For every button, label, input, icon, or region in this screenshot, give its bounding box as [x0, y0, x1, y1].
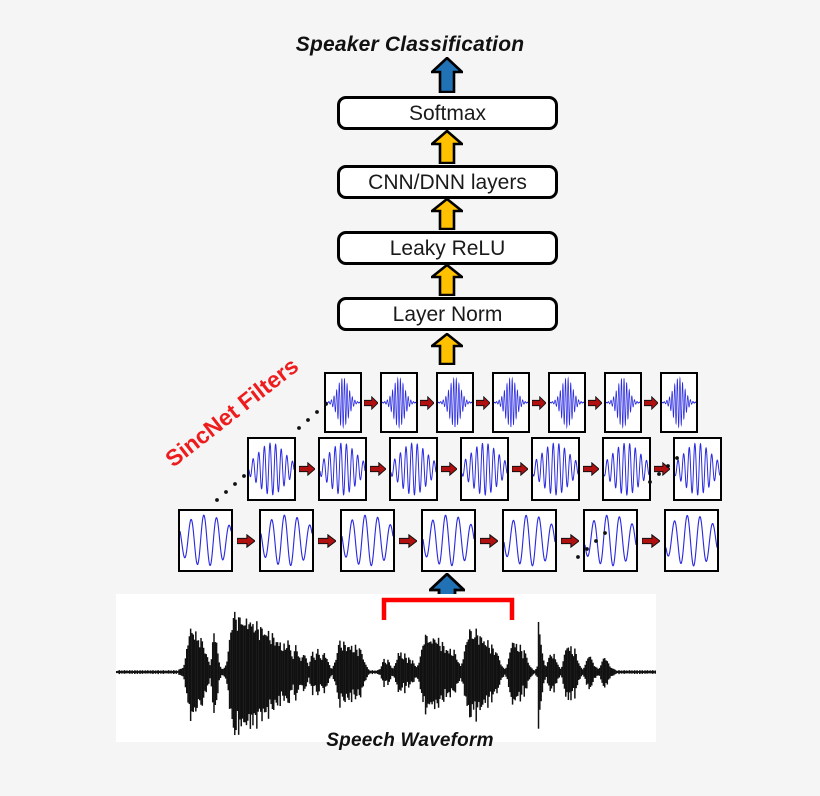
waveform-caption: Speech Waveform	[326, 730, 494, 751]
ellipsis-dots-icon	[212, 470, 252, 506]
up-arrow-yellow-icon	[428, 332, 466, 366]
filter-cell	[259, 509, 314, 572]
step-arrow-icon	[644, 395, 658, 410]
up-arrow-yellow-icon	[428, 129, 466, 165]
filter-cell	[492, 372, 530, 433]
step-arrow-icon	[420, 395, 434, 410]
ellipsis-dots-icon	[573, 527, 613, 563]
stage-label: CNN/DNN layers	[368, 170, 527, 194]
page-title: Speaker Classification	[295, 33, 525, 56]
ellipsis-dots-icon	[645, 452, 685, 488]
step-arrow-icon	[512, 462, 528, 476]
step-arrow-icon	[299, 462, 315, 476]
filter-cell	[324, 372, 362, 433]
stage-label: Leaky ReLU	[389, 236, 506, 260]
stage-box-softmax[interactable]: Softmax	[337, 96, 558, 130]
filter-row-low-frequency	[178, 509, 719, 572]
step-arrow-icon	[364, 395, 378, 410]
step-arrow-icon	[370, 462, 386, 476]
filter-cell	[436, 372, 474, 433]
filter-cell	[247, 437, 296, 501]
filter-cell	[178, 509, 233, 572]
ellipsis-dots-icon	[294, 398, 334, 434]
filter-cell	[380, 372, 418, 433]
step-arrow-icon	[654, 462, 670, 476]
filter-cell	[548, 372, 586, 433]
step-arrow-icon	[588, 395, 602, 410]
filter-cell	[531, 437, 580, 501]
up-arrow-yellow-icon	[428, 197, 466, 231]
step-arrow-icon	[237, 533, 255, 548]
filter-cell	[673, 437, 722, 501]
stage-box-cnn-dnn[interactable]: CNN/DNN layers	[337, 165, 558, 199]
up-arrow-blue-icon	[428, 56, 466, 94]
filter-cell	[604, 372, 642, 433]
step-arrow-icon	[441, 462, 457, 476]
step-arrow-icon	[318, 533, 336, 548]
stage-label: Layer Norm	[392, 302, 503, 326]
stage-label: Softmax	[408, 101, 487, 125]
filter-cell	[664, 509, 719, 572]
step-arrow-icon	[480, 533, 498, 548]
filter-row-high-frequency	[324, 372, 698, 433]
step-arrow-icon	[561, 533, 579, 548]
filter-cell	[389, 437, 438, 501]
filter-cell	[318, 437, 367, 501]
step-arrow-icon	[532, 395, 546, 410]
filter-cell	[421, 509, 476, 572]
filter-row-mid-frequency	[247, 437, 722, 501]
filter-cell	[502, 509, 557, 572]
stage-box-layer-norm[interactable]: Layer Norm	[337, 297, 558, 331]
filter-cell	[583, 509, 638, 572]
speech-waveform-panel	[116, 594, 656, 742]
filter-cell	[340, 509, 395, 572]
filter-cell	[660, 372, 698, 433]
step-arrow-icon	[399, 533, 417, 548]
up-arrow-yellow-icon	[428, 263, 466, 297]
step-arrow-icon	[642, 533, 660, 548]
step-arrow-icon	[476, 395, 490, 410]
filter-cell	[460, 437, 509, 501]
stage-box-leaky-relu[interactable]: Leaky ReLU	[337, 231, 558, 265]
filter-cell	[602, 437, 651, 501]
step-arrow-icon	[583, 462, 599, 476]
